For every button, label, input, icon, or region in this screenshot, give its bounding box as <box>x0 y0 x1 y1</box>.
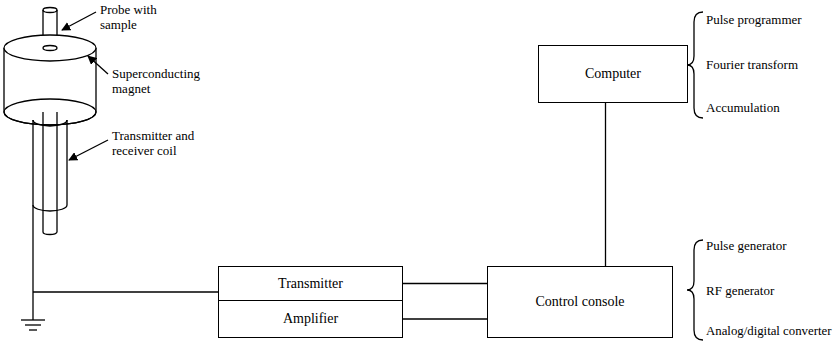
function-label: Pulse generator <box>706 238 787 253</box>
coil-wire <box>33 205 218 320</box>
computer-box: Computer <box>538 45 688 103</box>
connector <box>403 283 487 284</box>
box-label: Amplifier <box>283 311 338 327</box>
leader-line <box>69 140 108 160</box>
function-label: RF generator <box>706 283 774 298</box>
bracket <box>687 240 703 340</box>
coil <box>33 120 67 211</box>
leader-line <box>62 12 96 30</box>
magnet-label: Superconducting magnet <box>112 66 212 96</box>
coil-label: Transmitter and receiver coil <box>112 128 207 158</box>
function-label: Accumulation <box>706 100 780 115</box>
probe-tube <box>43 112 57 235</box>
box-label: Computer <box>585 66 641 82</box>
box-label: Transmitter <box>278 276 343 292</box>
probe-label: Probe with sample <box>100 2 172 32</box>
amplifier-box: Amplifier <box>218 300 403 338</box>
transmitter-box: Transmitter <box>218 266 403 301</box>
connector <box>403 318 487 319</box>
bracket <box>687 12 703 118</box>
function-label: Pulse programmer <box>706 12 802 27</box>
ground-symbol <box>21 320 45 330</box>
connector <box>605 103 606 266</box>
box-label: Control console <box>535 294 624 310</box>
superconducting-magnet <box>4 35 96 125</box>
leader-line <box>88 56 108 74</box>
function-label: Fourier transform <box>706 57 798 72</box>
function-label: Analog/digital converter <box>706 324 831 339</box>
console-box: Control console <box>487 266 673 338</box>
